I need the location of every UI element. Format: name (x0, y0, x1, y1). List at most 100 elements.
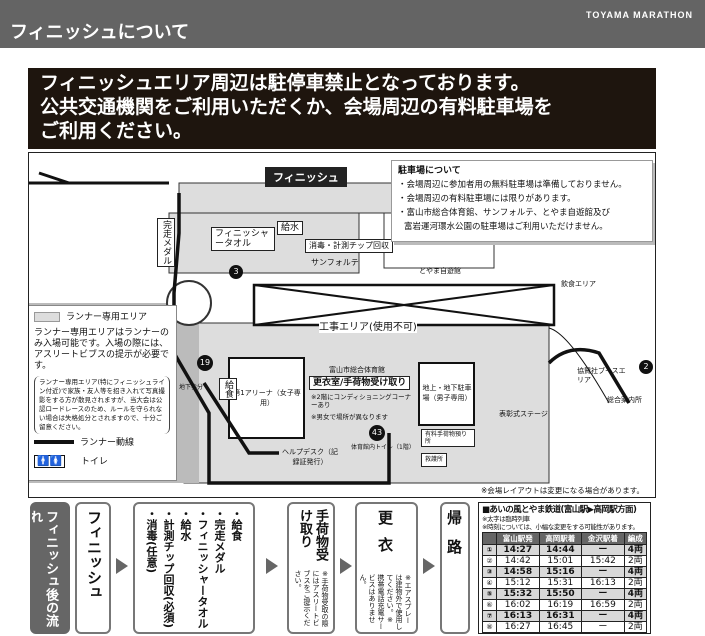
cell-dep: 16:13 (496, 610, 540, 622)
flow-step-note: ※エアスプレーは建物外で使用してください。※携帯電話充電サービスはありません。 (359, 574, 412, 630)
cell-arr: 15:50 (538, 588, 583, 600)
cell-no: ② (482, 555, 497, 567)
notice-line: フィニッシュエリア周辺は駐停車禁止となっております。 (40, 72, 530, 94)
parking-info-item: ・会場周辺に参加者用の無料駐車場は準備しておりません。 (398, 180, 627, 190)
cell-kanazawa: ー (581, 610, 625, 622)
flow-title-box: フィニッシュ後の流れ (30, 502, 70, 634)
flow-step-home: 帰路 (440, 502, 470, 634)
parking-info-item: 富岩運河環水公園の駐車場はご利用いただけません。 (404, 222, 608, 232)
cell-kanazawa: ー (581, 544, 625, 556)
toilet-icon: 🚹🚺 (34, 454, 65, 468)
cell-dep: 15:12 (496, 577, 540, 589)
parking-info-title: 駐車場について (398, 166, 461, 176)
cell-cars: 2両 (623, 577, 648, 589)
food-label: 給食 (219, 378, 237, 400)
page-header: フィニッシュについて TOYAMA MARATHON (0, 0, 705, 48)
flow-arrow-icon (423, 558, 435, 574)
flow-step-items: ・給食 ・完走メダル ・フィニッシャータオル ・給水 ・計測チップ回収(必須) … (143, 508, 245, 629)
cell-no: ① (482, 544, 497, 556)
flow-item: ・給食 (230, 508, 243, 541)
flow-step-title: 更衣 (376, 510, 394, 564)
info-label: 総合案内所 (607, 396, 642, 404)
runner-route (29, 171, 169, 185)
column-header: 編成 (623, 532, 648, 545)
parking-info-item: ・富山市総合体育館、サンフォルテ、とやま自遊館及び (398, 208, 610, 218)
cell-dep: 16:27 (496, 621, 540, 633)
flow-step-note: ※手荷物受取の際にはアスリートビブスをご提示ください。 (294, 570, 329, 627)
towel-label: フィニッシャータオル (211, 227, 275, 251)
column-header: 金沢駅着 (581, 532, 625, 545)
parking-info-item: ・会場周辺の有料駐車場には限りがあります。 (398, 194, 576, 204)
cell-no: ④ (482, 577, 497, 589)
help-desk-label: ヘルプデスク（記録証発行） (282, 448, 338, 466)
flow-step-title: フィニッシュ (85, 510, 103, 600)
cell-no: ⑦ (482, 610, 497, 622)
cell-dep: 16:02 (496, 599, 540, 611)
cell-no: ③ (482, 566, 497, 578)
legend-toilet-label: トイレ (80, 456, 108, 467)
gym-label: 富山市総合体育館 (329, 366, 385, 374)
parking-building (418, 362, 475, 426)
cell-arr: 15:16 (538, 566, 583, 578)
brand-name: TOYAMA MARATHON (586, 10, 693, 20)
gender-note: ※男女で場所が異なります (311, 413, 388, 421)
cell-arr: 14:44 (538, 544, 583, 556)
medal-label: 完走メダル (157, 218, 175, 267)
timetable-note: ※時刻については、小幅な変更をする可能性があります。 (482, 523, 639, 531)
cell-kanazawa: ー (581, 621, 625, 633)
parking-male-label: 地上・地下駐車場（男子専用） (422, 384, 472, 402)
toilet-count-badge: 43 (369, 425, 385, 441)
construction-label: 工事エリア(使用不可) (319, 322, 417, 333)
gym-toilet-label: 体育館内トイレ（1階） (351, 444, 415, 451)
changing-room-label: 更衣室/手荷物受け取り (309, 376, 411, 390)
podium-label: 表彰式ステージ (499, 410, 548, 418)
legend-route-label: ランナー動線 (80, 437, 135, 448)
cell-dep: 15:32 (496, 588, 540, 600)
chip-label: 消毒・計測チップ回収 (305, 239, 393, 253)
cell-arr: 15:01 (538, 555, 583, 567)
toilet-count-badge: 19 (197, 355, 213, 371)
cell-cars: 2両 (623, 621, 648, 633)
cell-dep: 14:42 (496, 555, 540, 567)
flow-step-finish: フィニッシュ (75, 502, 111, 634)
cell-kanazawa: 16:13 (581, 577, 625, 589)
flow-item: ・計測チップ回収(必須) (162, 508, 175, 629)
page-title: フィニッシュについて (10, 22, 190, 43)
venue-map: フィニッシュ 完走メダル フィニッシャータオル 給水 消毒・計測チップ回収 サン… (28, 152, 656, 498)
layout-note: ※会場レイアウトは変更になる場合があります。 (481, 486, 645, 495)
flow-item: ・消毒(任意) (145, 508, 158, 574)
cell-cars: 4両 (623, 544, 648, 556)
parking-notice: フィニッシュエリア周辺は駐停車禁止となっております。 公共交通機関をご利用いただ… (28, 68, 656, 149)
cell-cars: 4両 (623, 588, 648, 600)
flow-step-services: ・給食 ・完走メダル ・フィニッシャータオル ・給水 ・計測チップ回収(必須) … (133, 502, 255, 634)
flow-title: フィニッシュ後の流れ (30, 510, 58, 627)
cell-arr: 15:31 (538, 577, 583, 589)
sponsor-label: 協賛社ブースエリア (577, 367, 626, 384)
notice-line: ご利用ください。 (40, 120, 193, 142)
flow-item: ・フィニッシャータオル (196, 508, 209, 629)
legend-area-label: ランナー専用エリア (66, 312, 148, 323)
conditioning-note: ※2階にコンディショニングコーナーあり (311, 393, 412, 409)
flow-arrow-icon (266, 558, 278, 574)
route-arrow-icon (34, 440, 74, 444)
map-legend: ランナー専用エリア ランナー専用エリアはランナーのみ入場可能です。入場の際には、… (29, 305, 177, 481)
aid-station-label: 救護所 (421, 453, 448, 467)
legend-description: ランナー専用エリアはランナーのみ入場可能です。入場の際には、アスリートビブスの提… (34, 327, 170, 371)
cell-no: ⑧ (482, 621, 497, 633)
column-header: 高岡駅着 (538, 532, 583, 545)
cell-kanazawa: ー (581, 588, 625, 600)
flow-arrow-icon (116, 558, 128, 574)
column-header (482, 532, 497, 545)
flow-step-baggage: 手荷物受け取り ※手荷物受取の際にはアスリートビブスをご提示ください。 (287, 502, 335, 634)
column-header: 富山駅発 (496, 532, 540, 545)
cell-dep: 14:27 (496, 544, 540, 556)
cell-no: ⑥ (482, 599, 497, 611)
flow-item: ・完走メダル (213, 508, 226, 574)
flow-arrow-icon (340, 558, 352, 574)
legend-warning: ランナー専用エリア(特にフィニッシュライン付近)で家族・友人等を招き入れて写真撮… (34, 375, 170, 434)
